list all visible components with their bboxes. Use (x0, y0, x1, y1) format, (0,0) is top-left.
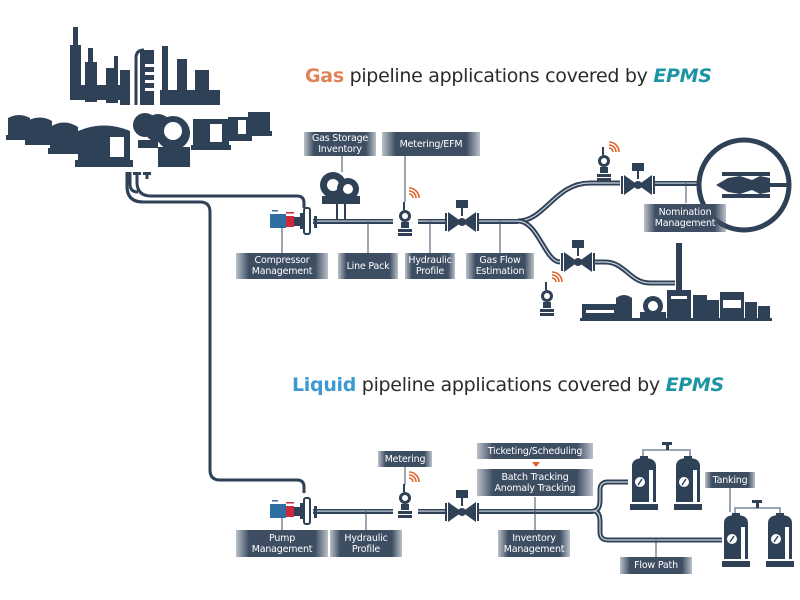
label-compressor-management: Compressor Management (236, 253, 328, 279)
gas-title-text: pipeline applications covered by (343, 65, 654, 87)
signal-icon (608, 141, 620, 153)
liquid-brand: EPMS (665, 374, 725, 396)
flow-meter-icon (540, 282, 554, 316)
flow-meter-icon (597, 147, 611, 181)
storage-tank-icon (629, 442, 703, 511)
label-gas-flow-estimation: Gas Flow Estimation (466, 253, 534, 279)
label-metering: Metering (378, 451, 432, 467)
gas-keyword: Gas (305, 65, 344, 87)
main-pipes (125, 172, 306, 493)
industrial-plant-icon (580, 243, 772, 321)
label-inventory-management: Inventory Management (498, 530, 570, 557)
arrow-down-icon (532, 462, 540, 467)
label-hydraulic-profile-liquid: Hydraulic Profile (330, 530, 402, 557)
flow-meter-icon (398, 484, 412, 518)
label-line-pack: Line Pack (338, 253, 398, 279)
label-tanking: Tanking (705, 472, 755, 488)
label-pump-management: Pump Management (236, 530, 328, 557)
valve-icon (445, 490, 479, 522)
label-hydraulic-profile-gas: Hydraulic Profile (405, 253, 455, 279)
signal-icon (408, 471, 420, 483)
flow-meter-icon (398, 202, 412, 236)
gas-storage-sphere-icon (320, 172, 360, 219)
label-metering-efm: Metering/EFM (382, 132, 480, 156)
valve-icon (445, 200, 479, 232)
label-ticketing-scheduling: Ticketing/Scheduling (477, 443, 593, 459)
signal-icon (551, 271, 563, 283)
liquid-section-title: Liquid pipeline applications covered by … (292, 374, 724, 396)
label-flow-path: Flow Path (620, 557, 692, 574)
compressor-icon (269, 207, 318, 235)
label-connectors (281, 155, 731, 557)
storage-tank-icon (721, 500, 795, 568)
label-gas-storage-inventory: Gas Storage Inventory (304, 132, 376, 156)
pump-icon (269, 497, 318, 525)
gas-section-title: Gas pipeline applications covered by EPM… (305, 65, 712, 87)
label-nomination-management: Nomination Management (644, 204, 726, 232)
liquid-title-text: pipeline applications covered by (356, 374, 666, 396)
valve-icon (561, 240, 595, 272)
gas-brand: EPMS (653, 65, 712, 87)
signal-icon (408, 187, 420, 199)
label-batch-anomaly-tracking: Batch Tracking Anomaly Tracking (477, 469, 593, 496)
liquid-keyword: Liquid (292, 374, 357, 396)
valve-icon (621, 163, 655, 195)
refinery-icon (6, 27, 272, 167)
